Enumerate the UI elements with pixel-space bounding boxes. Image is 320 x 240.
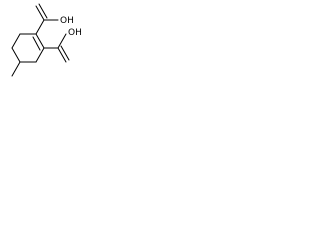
ring-bond-c2-c3	[35, 47, 45, 63]
carboxyl-right-carbonyl-double	[60, 45, 70, 61]
carboxyl-right-oh-bond	[57, 33, 67, 49]
ring-bond-c1-c2	[35, 33, 45, 49]
ring-bond-c1-c2-inner	[32, 36, 41, 51]
methyl-bond	[11, 61, 21, 77]
carboxyl-right-carbonyl	[57, 47, 67, 63]
carboxyl-top-bond-c	[35, 19, 45, 35]
structure-diagram: OH OH	[11, 3, 82, 77]
carboxyl-top-oh-label: OH	[60, 16, 74, 26]
ring-bond-c5-c6	[11, 33, 21, 49]
carboxyl-top-carbonyl-double	[38, 3, 48, 19]
carboxyl-right-oh-label: OH	[68, 28, 82, 38]
carboxyl-top-carbonyl	[35, 5, 45, 21]
ring-bond-c4-c5	[11, 47, 21, 63]
